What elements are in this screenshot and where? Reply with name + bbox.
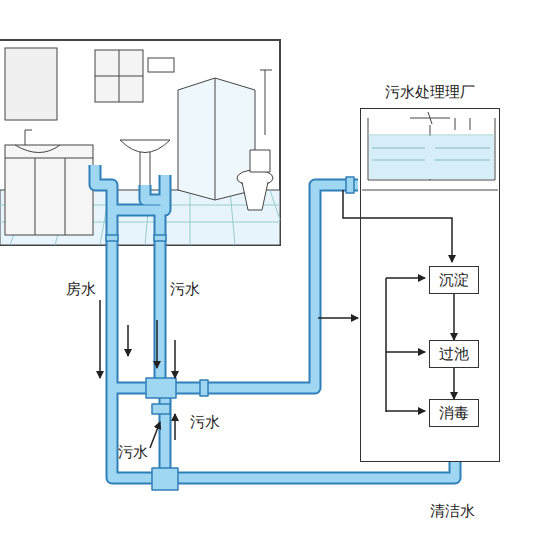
step-label: 沉淀 — [439, 271, 469, 290]
bathroom — [0, 40, 280, 245]
flow-arrows — [100, 190, 452, 448]
flow-label: 房水 — [66, 280, 96, 299]
process-box: 沉淀 — [429, 266, 479, 294]
flow-arrow — [453, 294, 455, 340]
step-label: 消毒 — [439, 404, 469, 423]
plant-box: 污水处理理厂沉淀过池消毒 — [360, 108, 500, 462]
flow-label: 污水 — [170, 280, 200, 299]
flow-arrow — [453, 368, 455, 399]
treatment-tanks — [362, 112, 498, 190]
step-label: 过池 — [439, 345, 469, 364]
pipes — [95, 165, 455, 490]
process-box: 消毒 — [429, 399, 479, 427]
flow-label: 污水 — [190, 413, 220, 432]
process-box: 过池 — [429, 340, 479, 368]
flow-label: 污水 — [118, 443, 148, 462]
flow-label: 清洁水 — [430, 502, 475, 521]
plant-heading: 污水处理理厂 — [361, 83, 499, 102]
